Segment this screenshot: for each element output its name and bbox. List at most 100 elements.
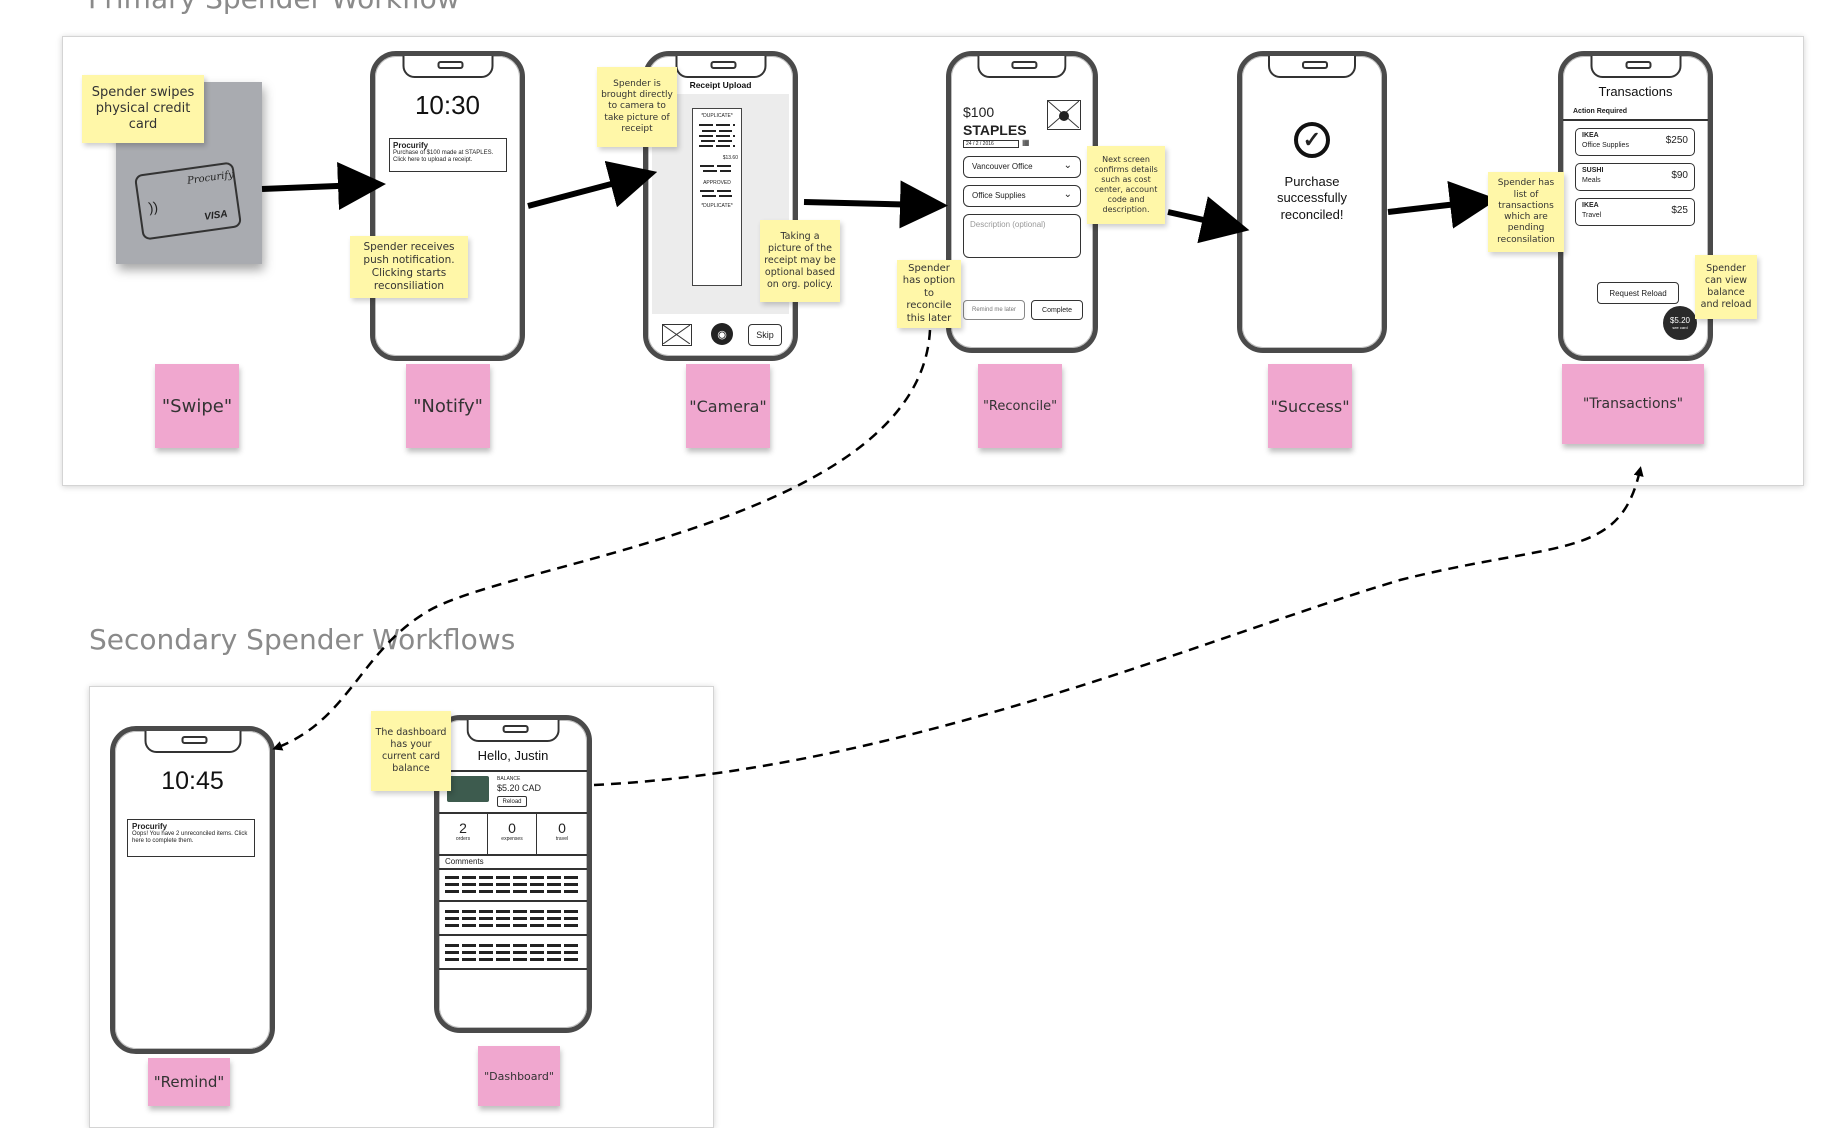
dashed-connector-dashboard-to-transactions bbox=[593, 466, 1644, 787]
transaction-category: Travel bbox=[1582, 212, 1602, 219]
skip-button[interactable]: Skip bbox=[748, 324, 782, 346]
card-brand-text: Procurify bbox=[186, 169, 235, 187]
note-reconcile-later: Spender has option to reconcile this lat… bbox=[897, 260, 961, 328]
reload-button[interactable]: Reload bbox=[497, 796, 527, 807]
step-label-reconcile: "Reconcile" bbox=[978, 364, 1062, 448]
divider bbox=[439, 934, 587, 936]
push-notification[interactable]: Procurify Purchase of $100 made at STAPL… bbox=[389, 138, 507, 172]
step-label-dashboard: "Dashboard" bbox=[478, 1046, 560, 1106]
push-notification[interactable]: Procurify Oops! You have 2 unreconciled … bbox=[127, 819, 255, 857]
account-value: Office Supplies bbox=[972, 191, 1026, 200]
note-reconcile-details: Next screen confirms details such as cos… bbox=[1087, 146, 1165, 224]
remind-later-button[interactable]: Remind me later bbox=[963, 300, 1025, 320]
secondary-section-title: Secondary Spender Workflows bbox=[89, 623, 516, 656]
department-select[interactable]: Vancouver Office ⌄ bbox=[963, 156, 1081, 178]
stat-label: orders bbox=[455, 836, 471, 842]
phone-notch bbox=[466, 720, 560, 742]
transaction-vendor: SUSHI bbox=[1582, 167, 1604, 174]
step-label-notify: "Notify" bbox=[406, 364, 490, 448]
phone-notch bbox=[1590, 56, 1681, 78]
balance-amount: $5.20 bbox=[1669, 316, 1691, 325]
checkmark-icon: ✓ bbox=[1294, 122, 1330, 158]
divider bbox=[439, 812, 587, 814]
phone-notch bbox=[402, 56, 493, 78]
transaction-category: Office Supplies bbox=[1582, 142, 1629, 149]
transaction-category: Meals bbox=[1582, 177, 1601, 184]
comments-heading: Comments bbox=[445, 857, 484, 866]
divider bbox=[439, 770, 587, 772]
primary-section-title: Primary Spender Workflow bbox=[88, 0, 460, 15]
phone-notify: 10:30 Procurify Purchase of $100 made at… bbox=[370, 51, 525, 361]
stat-orders[interactable]: 2 orders bbox=[439, 814, 488, 854]
transaction-vendor: IKEA bbox=[1582, 132, 1599, 139]
stat-label: expenses bbox=[501, 836, 523, 842]
account-select[interactable]: Office Supplies ⌄ bbox=[963, 185, 1081, 207]
request-reload-button[interactable]: Request Reload bbox=[1597, 282, 1679, 304]
note-camera-top: Spender is brought directly to camera to… bbox=[597, 67, 677, 147]
notification-body: Purchase of $100 made at STAPLES. Click … bbox=[393, 150, 494, 164]
step-label-camera: "Camera" bbox=[686, 364, 770, 448]
receipt-image: *DUPLICATE* $13.60 APPROVED *DUPLICATE* bbox=[692, 108, 742, 286]
transaction-item[interactable]: SUSHI Meals $90 bbox=[1575, 163, 1695, 191]
stat-value: 2 bbox=[459, 820, 467, 836]
department-value: Vancouver Office bbox=[972, 162, 1033, 171]
stat-value: 0 bbox=[558, 820, 566, 836]
divider bbox=[439, 868, 587, 870]
step-label-success: "Success" bbox=[1268, 364, 1352, 448]
balance-bubble[interactable]: $5.20 see card bbox=[1663, 306, 1697, 340]
phone-notch bbox=[977, 56, 1067, 78]
transaction-item[interactable]: IKEA Office Supplies $250 bbox=[1575, 128, 1695, 156]
credit-card-sketch: Procurify )) VISA bbox=[133, 161, 243, 241]
card-image bbox=[447, 776, 489, 802]
note-camera-bottom: Taking a picture of the receipt may be o… bbox=[760, 220, 840, 302]
card-network-text: VISA bbox=[203, 208, 229, 223]
chevron-down-icon: ⌄ bbox=[1063, 189, 1072, 200]
purchase-amount: $100 bbox=[963, 104, 995, 120]
phone-success: ✓ Purchase successfully reconciled! bbox=[1237, 51, 1387, 353]
receipt-thumbnail-icon[interactable] bbox=[1047, 100, 1081, 130]
notification-title: Procurify bbox=[393, 141, 429, 150]
stat-value: 0 bbox=[508, 820, 516, 836]
date-field[interactable]: 24 / 2 / 2016 bbox=[963, 140, 1019, 148]
purchase-vendor: STAPLES bbox=[963, 122, 1027, 138]
success-message: Purchase successfully reconciled! bbox=[1276, 174, 1348, 222]
phone-notch bbox=[1268, 56, 1356, 78]
complete-button[interactable]: Complete bbox=[1031, 300, 1083, 320]
chevron-down-icon: ⌄ bbox=[1063, 160, 1072, 171]
transaction-item[interactable]: IKEA Travel $25 bbox=[1575, 198, 1695, 226]
step-label-transactions: "Transactions" bbox=[1562, 364, 1704, 444]
step-label-swipe: "Swipe" bbox=[155, 364, 239, 448]
phone-reconcile: $100 STAPLES 24 / 2 / 2016 ▦ Vancouver O… bbox=[946, 51, 1098, 353]
dashboard-greeting: Hello, Justin bbox=[477, 748, 549, 763]
balance-subtext: see card bbox=[1672, 325, 1688, 330]
notification-body: Oops! You have 2 unreconciled items. Cli… bbox=[132, 831, 248, 845]
divider bbox=[439, 968, 587, 970]
phone-notch bbox=[675, 56, 766, 78]
phone-dashboard: Hello, Justin BALANCE $5.20 CAD Reload 2… bbox=[434, 715, 592, 1033]
transaction-amount: $25 bbox=[1671, 205, 1688, 216]
transaction-vendor: IKEA bbox=[1582, 202, 1599, 209]
receipt-approved: APPROVED bbox=[703, 180, 731, 186]
divider bbox=[439, 900, 587, 902]
camera-shutter-icon[interactable]: ◉ bbox=[711, 323, 733, 345]
note-swipe: Spender swipes physical credit card bbox=[82, 75, 204, 143]
lockscreen-time: 10:30 bbox=[414, 90, 481, 120]
divider bbox=[439, 854, 587, 856]
calendar-icon[interactable]: ▦ bbox=[1022, 138, 1030, 147]
divider bbox=[1563, 119, 1708, 121]
phone-notch bbox=[144, 731, 241, 753]
phone-transactions: Transactions Action Required IKEA Office… bbox=[1558, 51, 1713, 361]
receipt-duplicate: *DUPLICATE* bbox=[701, 113, 733, 119]
note-transactions-balance: Spender can view balance and reload bbox=[1695, 255, 1757, 319]
gallery-image-icon[interactable] bbox=[662, 324, 692, 346]
stat-travel[interactable]: 0 travel bbox=[537, 814, 587, 854]
contactless-icon: )) bbox=[147, 198, 159, 216]
stat-expenses[interactable]: 0 expenses bbox=[488, 814, 537, 854]
description-input[interactable]: Description (optional) bbox=[963, 214, 1081, 258]
step-label-remind: "Remind" bbox=[148, 1058, 230, 1106]
balance-label: BALANCE bbox=[497, 776, 521, 782]
receipt-upload-title: Receipt Upload bbox=[689, 80, 752, 90]
transaction-amount: $90 bbox=[1671, 170, 1688, 181]
receipt-total: $13.60 bbox=[722, 155, 738, 161]
transaction-amount: $250 bbox=[1665, 135, 1688, 146]
